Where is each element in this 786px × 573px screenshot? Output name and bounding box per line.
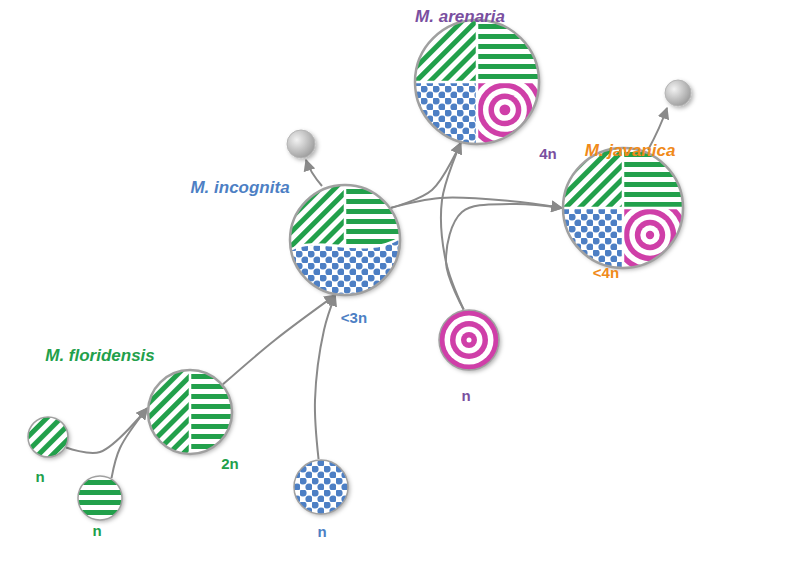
circle-shape <box>288 454 354 520</box>
genome-circle: n <box>22 411 74 463</box>
divider <box>563 207 683 210</box>
genome-fill <box>148 370 232 454</box>
divider <box>189 370 192 454</box>
divider <box>415 81 539 84</box>
target-ring <box>456 327 483 354</box>
ploidy-label: n <box>317 524 326 541</box>
circle-ground <box>294 460 348 514</box>
species-name: M. arenaria <box>415 8 505 27</box>
target-ring <box>640 225 659 244</box>
target-ring <box>624 209 676 261</box>
target-ring <box>629 214 670 255</box>
ploidy-label: 4n <box>539 146 557 163</box>
circle-shape <box>142 364 238 460</box>
lineage-arrow <box>112 408 148 478</box>
lineage-arrow <box>223 295 335 384</box>
circle-shape <box>433 304 505 376</box>
target-ring <box>494 99 516 121</box>
ploidy-label: <4n <box>593 265 619 282</box>
genome-pattern <box>290 238 400 295</box>
genome-fill <box>78 476 122 520</box>
target-ring <box>499 104 510 115</box>
species-circle: M. arenaria4n <box>409 14 545 150</box>
circle-outline <box>28 417 68 457</box>
circle-outline <box>563 148 683 268</box>
target-ring <box>477 82 532 137</box>
genome-fill <box>563 148 687 272</box>
genome-circle: n <box>72 470 128 526</box>
genome-fill <box>28 417 68 457</box>
circle-outline <box>439 310 499 370</box>
species-circle: M. incognita<3n <box>284 179 406 301</box>
circle-shape <box>557 142 689 274</box>
loss-arrow <box>306 160 322 186</box>
circle-ground <box>563 148 683 268</box>
circle-ground <box>439 310 499 370</box>
lineage-arrow <box>315 295 335 459</box>
genome-fill <box>439 310 499 370</box>
species-circle: M. javanica<4n <box>557 142 689 274</box>
grey-circle <box>665 80 691 106</box>
circle-shape <box>284 179 406 301</box>
target-ring <box>623 208 682 267</box>
circle-shape <box>72 470 128 526</box>
species-name: M. floridensis <box>45 347 155 366</box>
genome-pattern <box>28 417 68 457</box>
circle-outline <box>148 370 232 454</box>
ploidy-label: 2n <box>221 456 239 473</box>
target-ring <box>477 82 538 143</box>
ploidy-label: n <box>461 388 470 405</box>
ploidy-label: <3n <box>341 310 367 327</box>
circle-ground <box>415 20 539 144</box>
circle-ground <box>290 185 400 295</box>
target-ring <box>461 332 477 348</box>
circle-ground <box>148 370 232 454</box>
species-circle: M. floridensis2n <box>142 364 238 460</box>
circle-outline <box>294 460 348 514</box>
genome-fill <box>294 460 348 514</box>
genome-pattern <box>439 310 499 370</box>
genome-circle: n <box>288 454 354 520</box>
grey-circle <box>287 130 315 158</box>
circle-outline <box>415 20 539 144</box>
genome-pattern <box>148 370 190 454</box>
target-ring <box>439 310 499 370</box>
target-ring <box>646 231 654 239</box>
target-ring <box>488 93 521 126</box>
circle-ground <box>78 476 122 520</box>
genome-circle: n <box>433 304 505 376</box>
genome-fill <box>415 20 543 148</box>
circle-shape <box>409 14 545 150</box>
target-ring <box>450 321 488 359</box>
circle-ground <box>28 417 68 457</box>
genome-pattern <box>190 370 232 454</box>
target-ring <box>445 316 494 365</box>
genome-pattern <box>78 476 122 520</box>
target-ring <box>635 220 665 250</box>
circle-shape <box>22 411 74 463</box>
target-ring <box>467 338 472 343</box>
circle-outline <box>78 476 122 520</box>
lineage-arrow <box>66 408 147 453</box>
lineage-arrow <box>446 204 562 310</box>
genome-fill <box>290 185 400 295</box>
circle-outline <box>290 185 400 295</box>
genome-pattern <box>294 460 348 514</box>
ploidy-label: n <box>92 523 101 540</box>
ploidy-label: n <box>35 469 44 486</box>
species-name: M. incognita <box>190 179 289 198</box>
species-name: M. javanica <box>585 142 676 161</box>
